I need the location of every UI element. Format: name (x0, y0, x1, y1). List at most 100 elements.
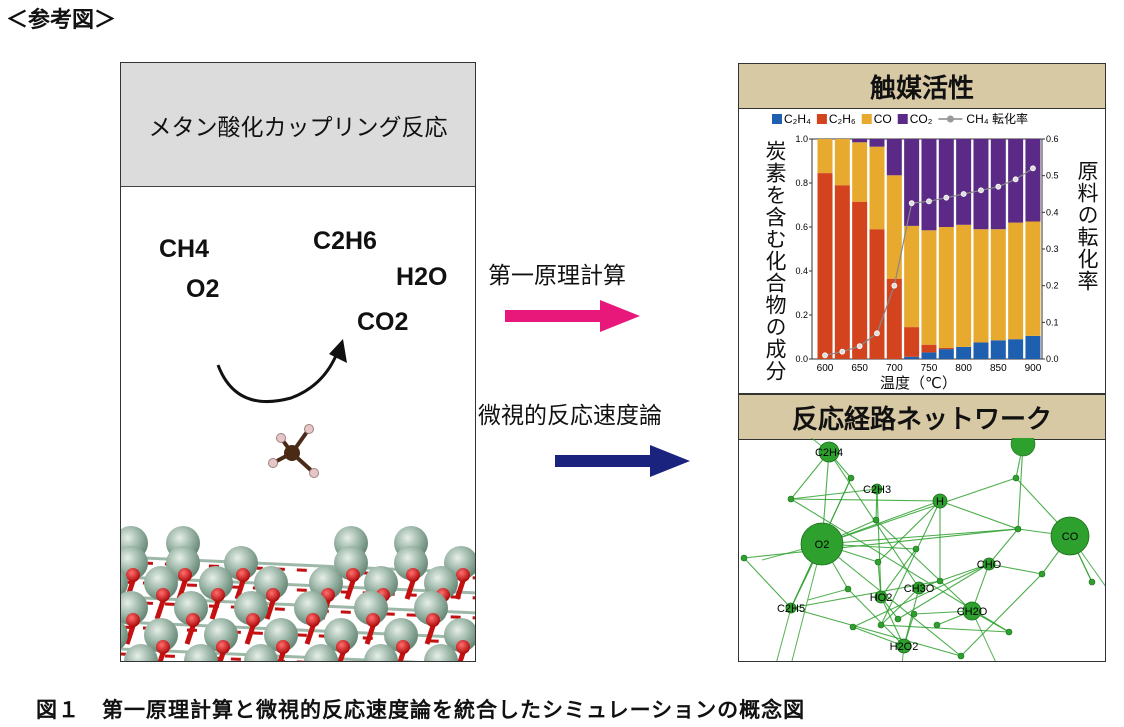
metal-atom (424, 644, 458, 661)
catalyst-activity-chart-box (738, 108, 1106, 394)
bar-CO2-775 (938, 139, 954, 227)
network-node-label: CHO (977, 559, 1002, 571)
x-tick-label: 600 (817, 363, 834, 374)
curved-arrow-head (329, 339, 347, 363)
oxygen-atom (306, 613, 320, 627)
bar-CO-700 (886, 175, 902, 279)
network-node (1012, 474, 1020, 482)
bar-CO-800 (956, 224, 972, 347)
network-edge (880, 596, 905, 647)
molecule-subscript: 2 (414, 263, 428, 291)
oxygen-atom (456, 640, 470, 654)
bar-C2H4-850 (990, 340, 1006, 359)
network-node-label: C2H4 (815, 447, 843, 459)
lattice-bond (121, 580, 475, 600)
metal-atom (166, 546, 200, 580)
oxygen-atom (216, 640, 230, 654)
metal-atom (384, 618, 418, 652)
ch4-conversion-point-625 (839, 348, 846, 355)
network-node-label: HO2 (870, 592, 893, 604)
oxygen-atom (236, 568, 250, 582)
oxygen-atom (366, 613, 380, 627)
metal-atom (304, 644, 338, 661)
oxygen-atom (211, 588, 225, 602)
network-node (936, 577, 944, 585)
metal-atom (204, 618, 238, 652)
bar-C2H4-800 (956, 346, 972, 359)
oxygen-atom (336, 640, 350, 654)
network-edge (913, 610, 973, 615)
legend-swatch-CO (861, 114, 872, 124)
network-node (847, 474, 855, 482)
first-principles-label: 第一原理計算 (488, 263, 626, 289)
network-node (1014, 525, 1022, 533)
network-node-c2h4 (818, 441, 840, 463)
bar-C2H6-750 (921, 344, 937, 353)
oxygen-atom (126, 613, 140, 627)
network-edge (988, 528, 1019, 565)
chart-x-axis-label: 温度（℃） (880, 374, 957, 392)
y-tick-label: 0.0 (795, 354, 808, 364)
x-tick-label: 850 (990, 363, 1007, 374)
network-edge (852, 626, 905, 647)
network-node-c2h3 (871, 483, 883, 495)
legend-label-ch4-conversion: CH₄ 転化率 (966, 111, 1028, 126)
network-node (849, 623, 857, 631)
bar-C2H6-725 (904, 327, 920, 357)
x-tick-label: 700 (886, 363, 903, 374)
network-edge (790, 607, 962, 657)
legend-swatch-CO2 (897, 114, 908, 124)
bar-CO-875 (1008, 222, 1024, 340)
network-edge (807, 588, 849, 601)
ch4-conversion-point-750 (926, 198, 932, 205)
x-tick-label: 900 (1025, 363, 1042, 374)
lattice-bond (121, 560, 475, 580)
lattice-bond (121, 647, 422, 661)
ch4-conversion-point-850 (995, 183, 1002, 190)
bar-C2H4-750 (921, 352, 937, 359)
network-node-ch2o (962, 601, 982, 621)
y-tick-label: 0.8 (795, 178, 808, 188)
bar-CO2-675 (869, 139, 885, 147)
y2-tick-label: 0.0 (1046, 354, 1059, 364)
molecule-text: C (313, 227, 332, 255)
metal-atom (264, 618, 298, 652)
bar-C2H4-825 (973, 342, 989, 359)
network-node (787, 495, 795, 503)
bar-CO-650 (852, 142, 868, 202)
oxygen-atom (246, 613, 260, 627)
bar-CO-600 (817, 139, 833, 174)
chart-y2-axis-label: 原料の転化率 (1075, 160, 1099, 292)
legend-line-marker (946, 115, 954, 123)
network-node (872, 516, 880, 524)
chart-y-axis-label: 炭素を含む化合物の成分 (763, 140, 787, 382)
oxygen-atom (396, 640, 410, 654)
network-edge (1017, 443, 1024, 530)
metal-atom (121, 621, 128, 649)
network-edge (821, 543, 962, 657)
legend-swatch-C2H6 (816, 114, 827, 124)
network-node-o2 (800, 522, 844, 566)
network-edge (847, 588, 905, 647)
legend-label-C2H4: C₂H₄ (784, 112, 811, 126)
reaction-illustration (121, 339, 475, 661)
molecule-text: O (186, 275, 206, 303)
bar-C2H6-625 (834, 185, 850, 359)
network-edge (776, 607, 792, 661)
metal-atom (121, 569, 128, 597)
y2-tick-label: 0.2 (1046, 281, 1059, 291)
curved-reaction-arrow (216, 347, 341, 403)
network-node (933, 621, 941, 629)
molecule-text: H (344, 227, 364, 255)
metal-atom (199, 566, 233, 600)
metal-atom (334, 546, 368, 580)
y2-tick-label: 0.1 (1046, 317, 1059, 327)
network-edge (877, 500, 941, 563)
x-tick-label: 750 (921, 363, 938, 374)
network-node-label: CO (1062, 531, 1079, 543)
ch4-conversion-point-725 (908, 200, 915, 207)
molecule-c2h6: C2H6 (313, 227, 377, 255)
bar-CO2-800 (956, 139, 972, 225)
metal-atom (174, 591, 208, 625)
molecule-text: CO (357, 308, 395, 336)
